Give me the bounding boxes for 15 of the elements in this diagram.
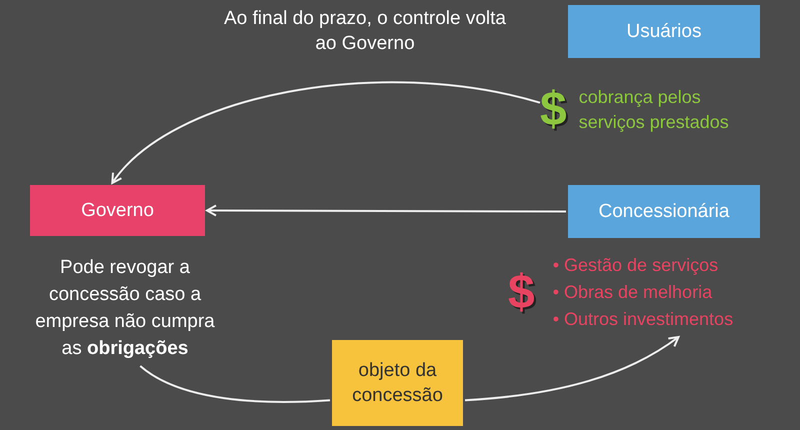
- arrow: [464, 336, 680, 402]
- arrow: [111, 82, 540, 184]
- note-text: Ao final do prazo, o controle volta ao Governo: [222, 7, 507, 56]
- list-item: • Obras de melhoria: [552, 282, 712, 302]
- process-box: Concessionária: [568, 185, 760, 238]
- arrow: [206, 204, 566, 217]
- process-box: Usuários: [568, 5, 760, 58]
- list-item: • Gestão de serviços: [552, 255, 718, 275]
- list-item: • Outros investimentos: [552, 309, 734, 329]
- dollar-sign: $: [540, 86, 567, 134]
- note-text: Pode revogar a concessão caso a empresa não cumpra as obrigações: [34, 256, 216, 361]
- process-box: objeto da concessão: [332, 340, 463, 426]
- note-text: cobrança pelos serviços prestados: [578, 86, 730, 134]
- process-box: Governo: [30, 185, 205, 236]
- dollar-sign: $: [508, 268, 535, 316]
